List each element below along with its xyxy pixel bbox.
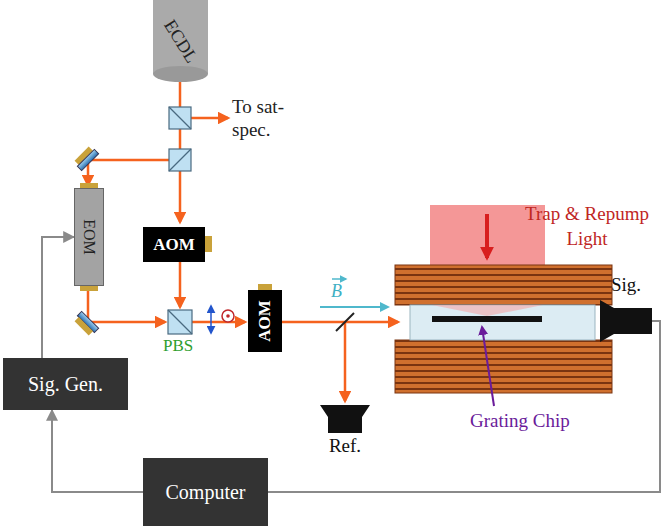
mirror: [75, 317, 93, 335]
aom-box: AOM: [143, 227, 205, 262]
laser-beams: [179, 82, 182, 107]
coils: [395, 265, 612, 305]
field-arrow: [332, 278, 346, 280]
eom-box: EOM: [74, 188, 104, 286]
laser-head: ECDL: [153, 0, 208, 82]
instrument-box: Sig. Gen.: [3, 358, 128, 410]
rf-connectors: [80, 286, 98, 291]
component-label: PBS: [163, 336, 193, 356]
laser-beams: [179, 129, 182, 149]
beam-splitters: [169, 149, 191, 171]
rf-connectors: [80, 183, 272, 291]
vacuum-cell: [432, 305, 543, 316]
node-label: Sig. Gen.: [28, 373, 103, 396]
polarization-symbols: [226, 314, 230, 318]
rf-connectors: [205, 236, 212, 252]
laser-beams: [88, 82, 398, 401]
node-label: Ref.: [329, 435, 361, 457]
mirror: [73, 311, 98, 336]
photodetector: Sig.: [600, 300, 652, 342]
beam-splitters: [169, 149, 191, 171]
laser-beams: [179, 171, 182, 222]
laser-beams: [88, 321, 165, 324]
field-label: B: [331, 281, 342, 302]
node-label: AOM: [153, 235, 195, 255]
field-arrow: [320, 279, 388, 307]
laser-beams: [88, 159, 169, 162]
beam-splitters: [168, 310, 192, 334]
node-shape: [600, 300, 652, 342]
port-label: To sat-spec.: [232, 96, 314, 142]
beam-splitters: [336, 313, 354, 331]
beam-splitters: [169, 107, 191, 129]
beam-splitters: [169, 107, 191, 129]
mirror: [77, 149, 98, 170]
beam-splitters: [168, 310, 192, 334]
aom-box: AOM: [248, 290, 282, 352]
polarization-symbols: [210, 306, 212, 333]
node-shape: [320, 405, 370, 433]
signal-wire: [268, 321, 660, 492]
leader-arrow: [482, 327, 494, 406]
polarization-symbols: [222, 310, 234, 322]
photodetector: Ref.: [320, 405, 370, 433]
field-arrow: [320, 306, 388, 308]
vacuum-cell: [410, 305, 595, 340]
mirror: [73, 145, 98, 170]
coils: [395, 265, 612, 393]
node-label: Computer: [166, 481, 246, 504]
node-label: AOM: [255, 300, 275, 342]
laser-beams: [192, 321, 245, 324]
polarization-symbols: [211, 306, 234, 333]
laser-beams: [191, 117, 228, 120]
signal-wire: [42, 237, 74, 358]
signal-wire: [52, 410, 143, 492]
vacuum-cell: [432, 316, 542, 322]
beam-label: Trap & Repump Light: [512, 202, 662, 251]
laser-beams: [344, 322, 347, 401]
vacuum-cell: [410, 305, 595, 340]
component-label: Grating Chip: [470, 410, 570, 432]
node-label: Sig.: [611, 274, 641, 296]
laser-beams: [282, 321, 398, 324]
node-label: EOM: [80, 219, 98, 255]
trap-light: [485, 214, 489, 258]
coils: [395, 340, 612, 393]
instrument-box: Computer: [143, 458, 268, 526]
laser-beams: [179, 262, 182, 307]
